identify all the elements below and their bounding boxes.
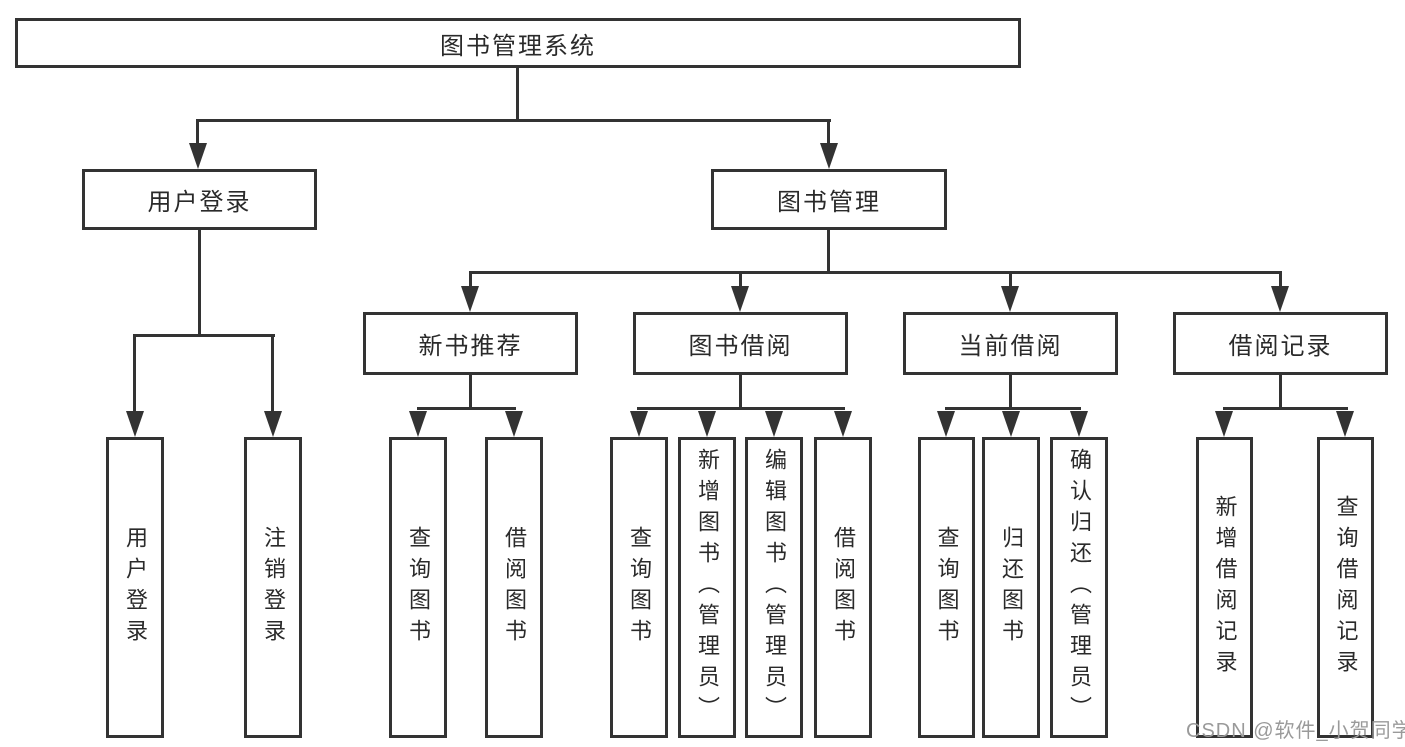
leaf-user-login-label: 用户登录	[123, 525, 148, 650]
arrow-down-icon	[1001, 286, 1019, 312]
arrow-down-icon	[409, 411, 427, 437]
connector-line	[469, 373, 472, 410]
connector-line	[469, 271, 1282, 274]
connector-line	[198, 229, 201, 335]
leaf-records-query-record-label: 查询借阅记录	[1333, 494, 1359, 681]
leaf-records-add-record: 新增借阅记录	[1196, 437, 1253, 738]
node-current-borrowing: 当前借阅	[903, 312, 1118, 375]
leaf-current-query-books-label: 查询图书	[934, 525, 960, 650]
leaf-borrowing-add-books-admin: 新增图书（管理员）	[678, 437, 736, 738]
arrow-down-icon	[834, 411, 852, 437]
leaf-borrowing-edit-books-admin-label: 编辑图书（管理员）	[762, 448, 787, 727]
arrow-down-icon	[731, 286, 749, 312]
arrow-down-icon	[1215, 411, 1233, 437]
node-user-login-label: 用户登录	[147, 189, 252, 216]
arrow-down-icon	[765, 411, 783, 437]
node-new-books: 新书推荐	[363, 312, 578, 375]
leaf-records-query-record: 查询借阅记录	[1317, 437, 1374, 738]
connector-line	[1009, 272, 1012, 288]
node-user-login: 用户登录	[82, 169, 317, 230]
arrow-down-icon	[698, 411, 716, 437]
connector-line	[133, 334, 136, 413]
connector-line	[739, 272, 742, 288]
connector-line	[945, 407, 1081, 410]
node-book-management-label: 图书管理	[777, 189, 881, 216]
node-current-borrowing-label: 当前借阅	[958, 333, 1063, 360]
leaf-current-confirm-return-admin: 确认归还（管理员）	[1050, 437, 1108, 738]
leaf-newbooks-borrow-books: 借阅图书	[485, 437, 543, 738]
node-root-label: 图书管理系统	[440, 32, 596, 60]
arrow-down-icon	[126, 411, 144, 437]
leaf-user-login: 用户登录	[106, 437, 164, 738]
arrow-down-icon	[189, 143, 207, 169]
arrow-down-icon	[1070, 411, 1088, 437]
connector-line	[133, 334, 275, 337]
leaf-current-return-books-label: 归还图书	[999, 525, 1024, 650]
node-new-books-label: 新书推荐	[418, 333, 523, 360]
leaf-borrowing-edit-books-admin: 编辑图书（管理员）	[745, 437, 803, 738]
arrow-down-icon	[461, 286, 479, 312]
arrow-down-icon	[264, 411, 282, 437]
node-book-management: 图书管理	[711, 169, 947, 230]
arrow-down-icon	[820, 143, 838, 169]
leaf-newbooks-borrow-books-label: 借阅图书	[502, 525, 527, 650]
arrow-down-icon	[505, 411, 523, 437]
leaf-current-return-books: 归还图书	[982, 437, 1040, 738]
connector-line	[1223, 407, 1348, 410]
arrow-down-icon	[1271, 286, 1289, 312]
leaf-newbooks-query-books: 查询图书	[389, 437, 447, 738]
leaf-current-query-books: 查询图书	[918, 437, 975, 738]
node-borrow-records: 借阅记录	[1173, 312, 1388, 375]
node-book-borrowing-label: 图书借阅	[688, 333, 793, 360]
node-book-borrowing: 图书借阅	[633, 312, 848, 375]
leaf-newbooks-query-books-label: 查询图书	[406, 525, 431, 650]
connector-line	[637, 407, 845, 410]
leaf-borrowing-query-books: 查询图书	[610, 437, 668, 738]
leaf-logout: 注销登录	[244, 437, 302, 738]
connector-line	[469, 272, 472, 288]
leaf-borrowing-query-books-label: 查询图书	[627, 525, 652, 650]
connector-line	[271, 334, 274, 413]
arrow-down-icon	[1336, 411, 1354, 437]
node-root: 图书管理系统	[15, 18, 1021, 68]
leaf-borrowing-borrow-books: 借阅图书	[814, 437, 872, 738]
watermark: CSDN @软件_小贺同学	[1186, 720, 1405, 742]
connector-line	[196, 119, 831, 122]
node-borrow-records-label: 借阅记录	[1228, 333, 1333, 360]
connector-line	[827, 229, 830, 274]
connector-line	[739, 373, 742, 410]
leaf-borrowing-borrow-books-label: 借阅图书	[831, 525, 856, 650]
arrow-down-icon	[1002, 411, 1020, 437]
connector-line	[516, 68, 519, 121]
leaf-records-add-record-label: 新增借阅记录	[1212, 494, 1238, 681]
connector-line	[417, 407, 516, 410]
arrow-down-icon	[630, 411, 648, 437]
connector-line	[1279, 272, 1282, 288]
arrow-down-icon	[937, 411, 955, 437]
connector-line	[1009, 373, 1012, 410]
connector-line	[196, 120, 199, 148]
connector-line	[1279, 373, 1282, 410]
leaf-logout-label: 注销登录	[261, 525, 286, 650]
connector-line	[827, 120, 830, 148]
leaf-current-confirm-return-admin-label: 确认归还（管理员）	[1067, 448, 1092, 727]
leaf-borrowing-add-books-admin-label: 新增图书（管理员）	[695, 448, 720, 727]
